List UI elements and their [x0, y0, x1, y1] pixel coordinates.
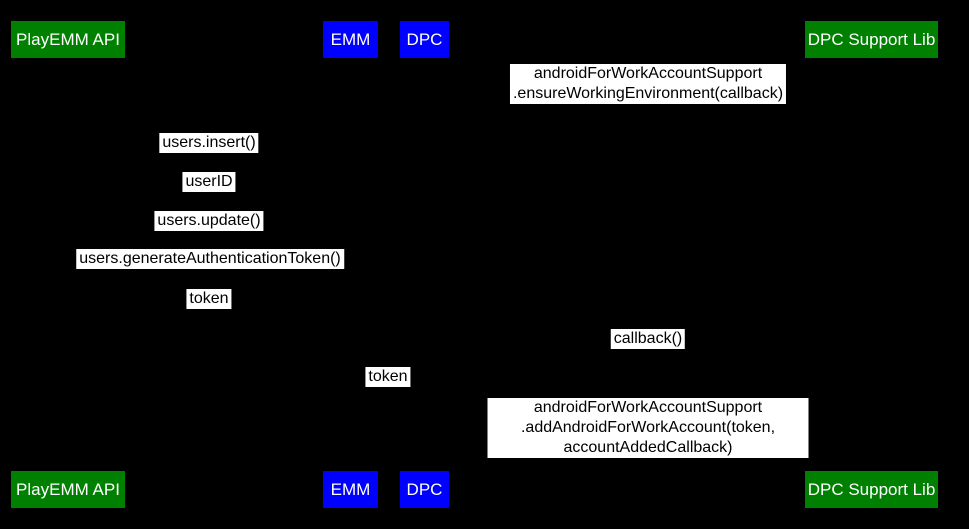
participant-dpc-support-lib-top: DPC Support Lib	[805, 21, 938, 58]
message-add-android-for-work-account: androidForWorkAccountSupport .addAndroid…	[487, 398, 809, 458]
participant-emm-bottom: EMM	[323, 471, 378, 508]
participant-playemm-api-bottom: PlayEMM API	[11, 471, 125, 508]
message-users-insert: users.insert()	[159, 133, 259, 153]
message-callback: callback()	[610, 329, 686, 349]
participant-dpc-bottom: DPC	[400, 471, 449, 508]
participant-playemm-api-top: PlayEMM API	[11, 21, 125, 58]
message-token-forward: token	[365, 367, 411, 387]
participant-dpc-top: DPC	[400, 21, 449, 58]
message-token-return: token	[186, 289, 232, 309]
message-ensure-working-environment: androidForWorkAccountSupport .ensureWork…	[509, 64, 787, 104]
participant-dpc-support-lib-bottom: DPC Support Lib	[805, 471, 938, 508]
message-generate-authentication-token: users.generateAuthenticationToken()	[76, 249, 344, 269]
message-userid: userID	[182, 172, 236, 192]
message-users-update: users.update()	[154, 211, 264, 231]
participant-emm-top: EMM	[323, 21, 378, 58]
